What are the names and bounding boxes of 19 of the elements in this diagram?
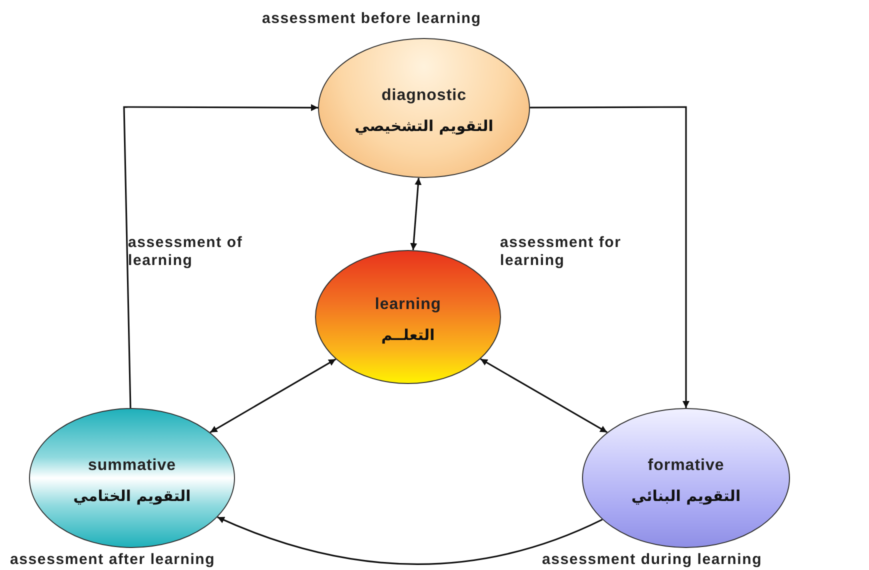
- arrow: [217, 516, 603, 565]
- node-caption: assessment before learning: [262, 10, 482, 27]
- node-caption: assessment after learning: [10, 551, 216, 568]
- arrow: [123, 104, 318, 408]
- node-subtitle: التقويم الختامي: [73, 487, 191, 505]
- edge-label: assessment for learning: [500, 234, 622, 270]
- node-subtitle: التعلــم: [381, 326, 435, 344]
- node-caption: assessment during learning: [542, 551, 762, 568]
- node-subtitle: التقويم البنائي: [631, 487, 741, 505]
- node-title: learning: [374, 296, 442, 314]
- node-title: diagnostic: [381, 87, 466, 105]
- edge-label: assessment of learning: [128, 234, 244, 270]
- arrow: [480, 358, 608, 434]
- node-title: summative: [88, 457, 176, 475]
- arrow: [410, 178, 422, 250]
- arrow: [210, 358, 336, 434]
- arrow: [530, 106, 690, 408]
- node-subtitle: التقويم التشخيصي: [354, 117, 494, 135]
- node-title: formative: [648, 457, 724, 475]
